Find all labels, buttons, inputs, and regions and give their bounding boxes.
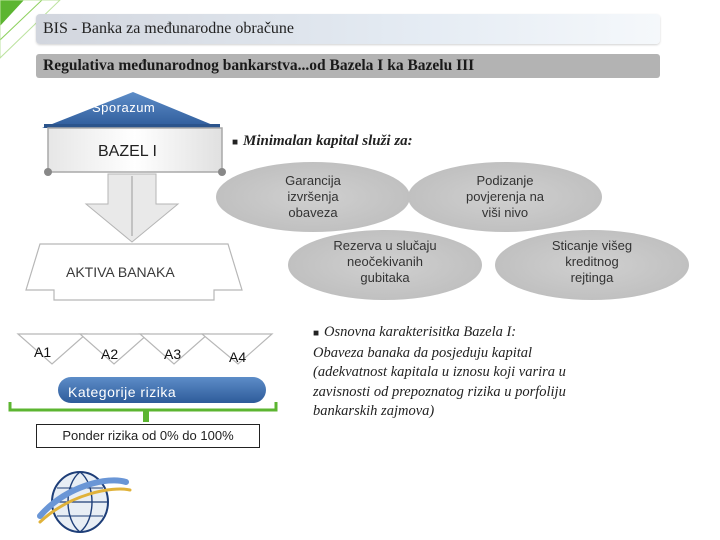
oval-line: gubitaka bbox=[360, 270, 410, 285]
square-bullet-icon: ■ bbox=[232, 137, 239, 148]
characteristics-line: bankarskih zajmova) bbox=[313, 403, 435, 419]
green-bracket-stem bbox=[143, 410, 149, 422]
assets-block bbox=[25, 243, 243, 301]
oval-guarantee-text: Garancija izvršenja obaveza bbox=[238, 173, 388, 221]
characteristics-line: (adekvatnost kapitala u iznosu koji vari… bbox=[313, 364, 566, 380]
oval-line: Sticanje višeg bbox=[551, 238, 633, 253]
characteristics-heading: Osnovna karakterisitka Bazela I: bbox=[324, 324, 517, 340]
asset-arrow-a4 bbox=[200, 333, 274, 365]
oval-line: Garancija bbox=[285, 173, 341, 188]
asset-label-a3: A3 bbox=[164, 346, 182, 362]
risk-weight-box: Ponder rizika od 0% do 100% bbox=[36, 424, 260, 448]
risk-categories-bar bbox=[58, 377, 266, 403]
oval-line: Podizanje bbox=[476, 173, 534, 188]
square-bullet-icon: ■ bbox=[313, 328, 320, 339]
oval-trust bbox=[408, 162, 602, 232]
oval-guarantee bbox=[216, 162, 410, 232]
oval-line: obaveza bbox=[288, 205, 338, 220]
oval-line: povjerenja na bbox=[465, 189, 545, 204]
green-bracket bbox=[8, 402, 278, 412]
header-bar: BIS - Banka za međunarodne obračune bbox=[36, 14, 660, 44]
oval-line: rejtinga bbox=[570, 270, 614, 285]
asset-label-a2: A2 bbox=[101, 346, 119, 362]
roof-beam bbox=[44, 124, 220, 128]
oval-line: viši nivo bbox=[481, 205, 529, 220]
capital-bullet-text: Minimalan kapital služi za: bbox=[243, 133, 413, 149]
oval-reserve-text: Rezerva u slučaju neočekivanih gubitaka bbox=[310, 238, 460, 286]
pillar-knob-right bbox=[218, 168, 226, 176]
asset-arrow-a3 bbox=[138, 333, 210, 365]
oval-rating-text: Sticanje višeg kreditnog rejtinga bbox=[517, 238, 667, 286]
subheader-bar: Regulativa međunarodnog bankarstva...od … bbox=[36, 54, 660, 78]
oval-line: neočekivanih bbox=[347, 254, 423, 269]
characteristics-line: Obaveza banaka da posjeduju kapital bbox=[313, 344, 533, 361]
risk-categories-label: Kategorije rizika bbox=[68, 384, 177, 400]
oval-trust-text: Podizanje povjerenja na viši nivo bbox=[430, 173, 580, 221]
roof-label: Sporazum bbox=[92, 100, 156, 115]
characteristics-line: ■ Osnovna karakterisitka Bazela I: bbox=[313, 323, 633, 344]
oval-line: Rezerva u slučaju bbox=[333, 238, 437, 253]
characteristics-line: zavisnosti od prepoznatog rizika u porfo… bbox=[313, 383, 566, 400]
agreement-roof bbox=[42, 92, 220, 128]
asset-arrow-a2 bbox=[78, 333, 150, 365]
bazel-label: BAZEL I bbox=[98, 143, 157, 160]
decorative-triangles-icon bbox=[0, 0, 61, 59]
oval-line: kreditnog bbox=[565, 254, 619, 269]
slide-subheader-title: Regulativa međunarodnog bankarstva...od … bbox=[43, 57, 475, 74]
globe-logo-icon bbox=[37, 471, 132, 533]
oval-line: izvršenja bbox=[287, 189, 339, 204]
oval-reserve bbox=[288, 230, 482, 300]
oval-rating bbox=[495, 230, 689, 300]
bazel-pillar bbox=[47, 127, 223, 173]
asset-label-a4: A4 bbox=[229, 349, 247, 365]
asset-arrow-a1 bbox=[16, 333, 88, 365]
capital-bullet: ■ Minimalan kapital služi za: bbox=[232, 133, 413, 150]
characteristics-text: ■ Osnovna karakterisitka Bazela I: Obavez… bbox=[313, 323, 633, 422]
assets-label: AKTIVA BANAKA bbox=[66, 264, 175, 280]
pillar-knob-left bbox=[44, 168, 52, 176]
asset-label-a1: A1 bbox=[34, 344, 52, 360]
slide-header-title: BIS - Banka za međunarodne obračune bbox=[43, 20, 295, 37]
